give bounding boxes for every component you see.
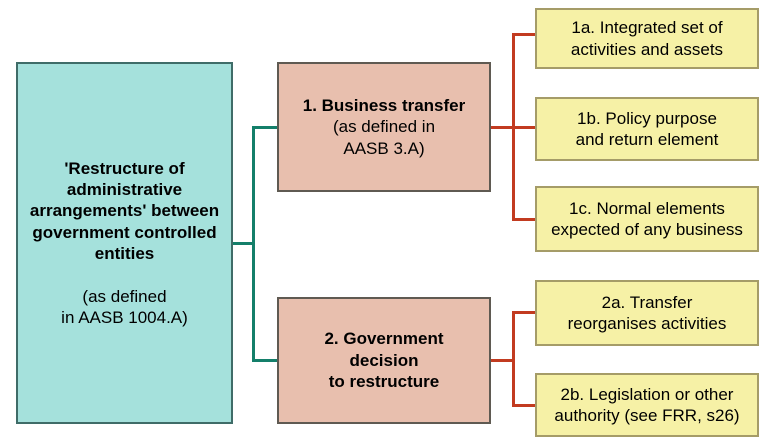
node-2a-transfer-reorganises: 2a. Transfer reorganises activities	[535, 280, 759, 346]
connector-branch2-to-2a	[512, 311, 537, 314]
leaf-2b-label: 2b. Legislation or other authority (see …	[554, 384, 740, 425]
connector-branch2-stub	[489, 359, 515, 362]
node-2b-legislation-authority: 2b. Legislation or other authority (see …	[535, 373, 759, 437]
connector-root-stub	[231, 242, 255, 245]
leaf-1b-label: 1b. Policy purpose and return element	[575, 108, 719, 149]
connector-root-to-branch-2	[252, 359, 279, 362]
connector-branch2-vertical	[512, 311, 515, 407]
connector-branch2-to-2b	[512, 404, 537, 407]
connector-root-vertical	[252, 126, 255, 362]
root-title: 'Restructure of administrative arrangeme…	[29, 158, 220, 264]
branch-1-subtitle: (as defined in AASB 3.A)	[332, 117, 436, 158]
node-government-decision: 2. Government decision to restructure	[277, 297, 491, 424]
root-subtitle: (as defined in AASB 1004.A)	[61, 286, 188, 328]
connector-branch1-to-1c	[512, 218, 537, 221]
node-1b-policy-purpose: 1b. Policy purpose and return element	[535, 97, 759, 161]
branch-2-title: 2. Government decision to restructure	[324, 329, 444, 392]
connector-branch1-to-1b	[512, 126, 537, 129]
node-1c-normal-elements: 1c. Normal elements expected of any busi…	[535, 186, 759, 252]
node-1a-integrated-set: 1a. Integrated set of activities and ass…	[535, 8, 759, 69]
leaf-1c-label: 1c. Normal elements expected of any busi…	[551, 198, 743, 239]
connector-branch1-stub	[489, 126, 515, 129]
leaf-2a-label: 2a. Transfer reorganises activities	[567, 292, 727, 333]
connector-branch1-to-1a	[512, 33, 537, 36]
branch-1-title: 1. Business transfer	[302, 95, 466, 115]
node-restructure-root: 'Restructure of administrative arrangeme…	[16, 62, 233, 424]
leaf-1a-label: 1a. Integrated set of activities and ass…	[570, 18, 724, 59]
node-business-transfer: 1. Business transfer (as defined in AASB…	[277, 62, 491, 192]
connector-root-to-branch-1	[252, 126, 279, 129]
